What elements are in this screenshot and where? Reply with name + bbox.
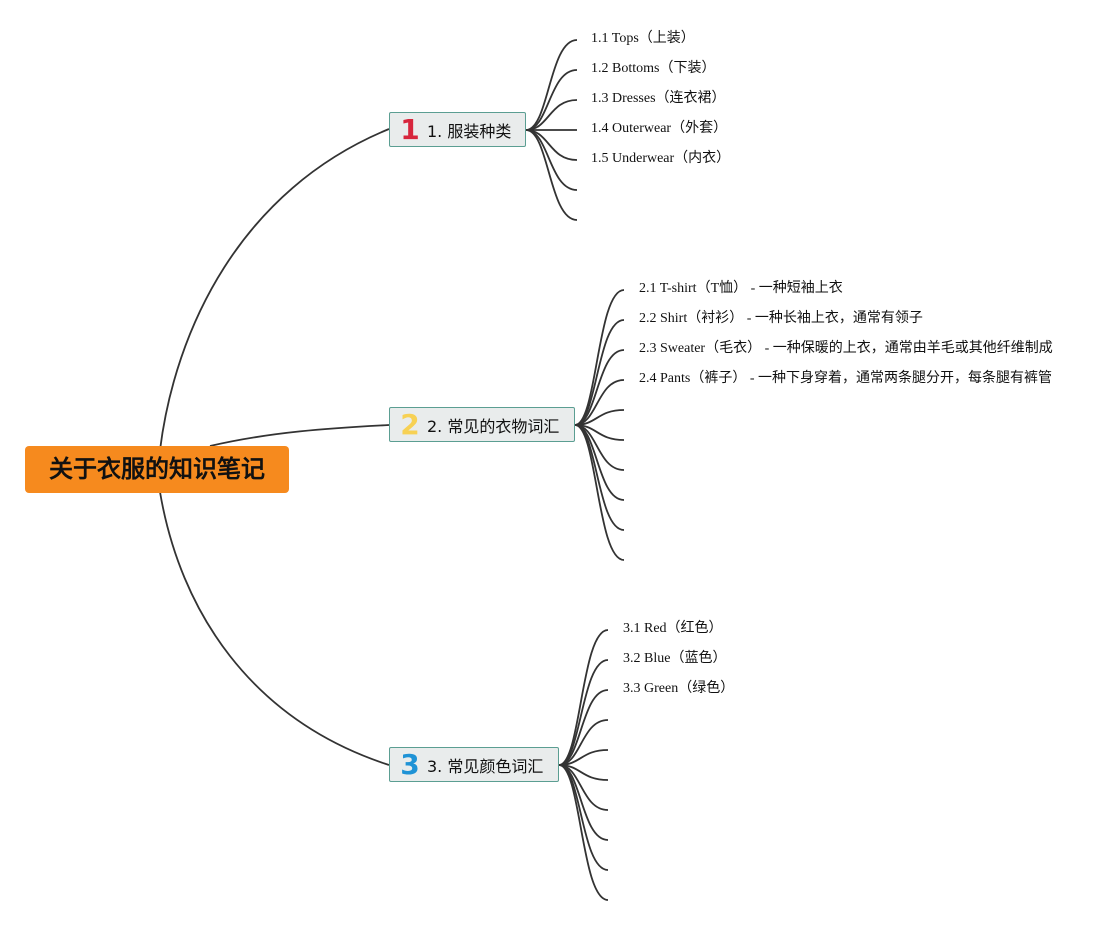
leaf-topic[interactable]: 2.2 Shirt（衬衫） - 一种长袖上衣，通常有领子 — [639, 311, 923, 326]
connector-root-to-branch-1 — [159, 128, 390, 451]
root-topic[interactable]: 关于衣服的知识笔记 — [25, 446, 289, 493]
leaf-topic[interactable]: 3.2 Blue（蓝色） — [623, 651, 727, 666]
number-three-icon: 3 — [400, 748, 420, 781]
leaf-topic[interactable]: 1.4 Outerwear（外套） — [591, 121, 728, 136]
branch-topic-clothing-types[interactable]: 1 1. 服装种类 — [389, 112, 526, 147]
branch-topic-clothing-vocabulary[interactable]: 2 2. 常见的衣物词汇 — [389, 407, 575, 442]
number-one-icon: 1 — [400, 113, 420, 146]
branch-label: 2. 常见的衣物词汇 — [427, 416, 560, 436]
leaf-topic[interactable]: 2.1 T-shirt（T恤） - 一种短袖上衣 — [639, 281, 843, 296]
connector-b3-leaf-8 — [558, 764, 609, 841]
connector-b3-leaf-3 — [558, 689, 609, 766]
connector-b3-leaf-10 — [558, 764, 609, 901]
branch-label: 3. 常见颜色词汇 — [427, 756, 544, 776]
connector-b2-leaf-1 — [574, 289, 625, 426]
branch-topic-color-vocabulary[interactable]: 3 3. 常见颜色词汇 — [389, 747, 559, 782]
connector-b2-leaf-3 — [574, 349, 625, 426]
connector-b1-leaf-2 — [525, 69, 578, 131]
connector-b3-leaf-9 — [558, 764, 609, 871]
leaf-topic[interactable]: 1.3 Dresses（连衣裙） — [591, 91, 726, 106]
connector-b2-leaf-2 — [574, 319, 625, 426]
connector-b1-leaf-1 — [525, 39, 578, 131]
connector-b2-leaf-10 — [574, 424, 625, 561]
number-two-icon: 2 — [400, 408, 420, 441]
connector-b3-leaf-1 — [558, 629, 609, 766]
leaf-topic[interactable]: 2.4 Pants（裤子） - 一种下身穿着，通常两条腿分开，每条腿有裤管 — [639, 371, 1052, 386]
leaf-topic[interactable]: 1.1 Tops（上装） — [591, 31, 695, 46]
connector-b3-leaf-2 — [558, 659, 609, 766]
leaf-topic[interactable]: 2.3 Sweater（毛衣） - 一种保暖的上衣，通常由羊毛或其他纤维制成 — [639, 341, 1053, 356]
connector-root-to-branch-2 — [209, 424, 390, 447]
connector-b2-leaf-8 — [574, 424, 625, 501]
connector-root-to-branch-3 — [159, 491, 390, 766]
branch-label: 1. 服装种类 — [427, 121, 512, 141]
leaf-topic[interactable]: 3.1 Red（红色） — [623, 621, 723, 636]
leaf-topic[interactable]: 1.2 Bottoms（下装） — [591, 61, 716, 76]
connector-b1-leaf-7 — [525, 129, 578, 221]
leaf-topic[interactable]: 1.5 Underwear（内衣） — [591, 151, 731, 166]
leaf-topic[interactable]: 3.3 Green（绿色） — [623, 681, 735, 696]
connector-b2-leaf-9 — [574, 424, 625, 531]
